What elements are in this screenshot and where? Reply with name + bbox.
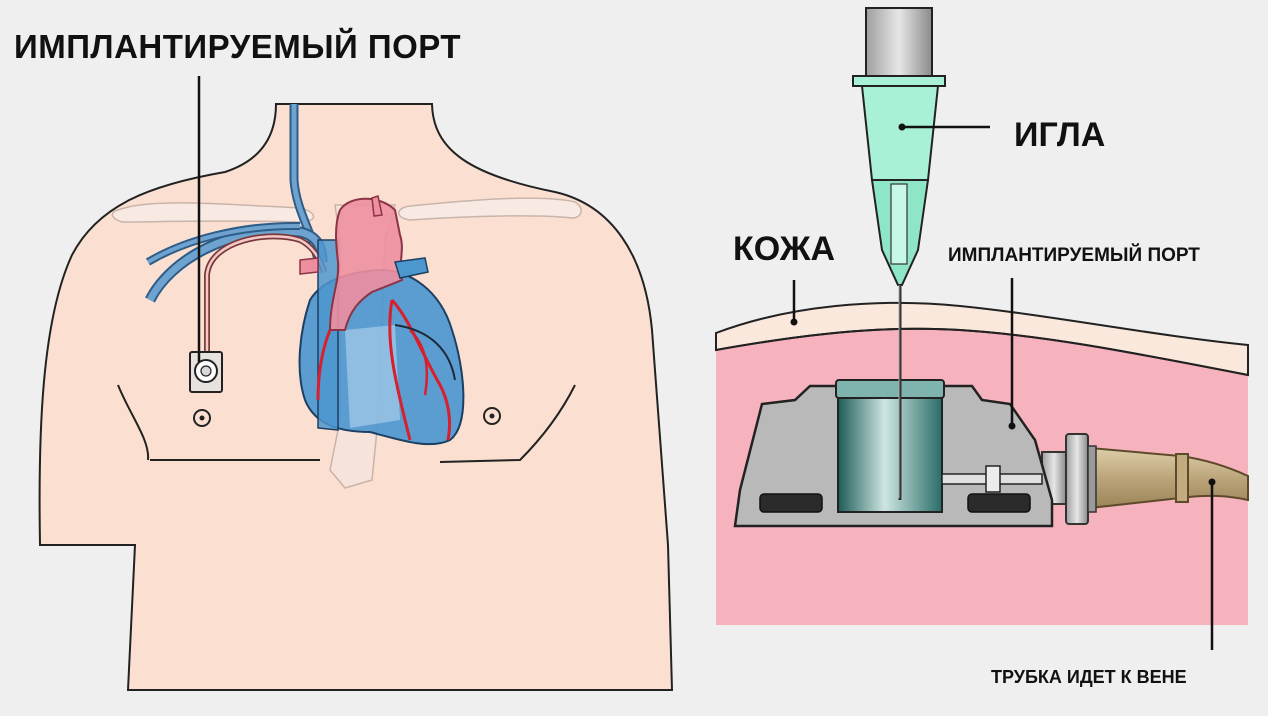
cross-section-illustration [715, 7, 1249, 650]
coronary-artery-1 [390, 298, 452, 441]
coronary-artery-3 [316, 329, 332, 401]
heart [298, 195, 465, 446]
port-leader-dot [1008, 422, 1016, 430]
port-slot-right [967, 493, 1031, 513]
pulmonary-vein-left [299, 257, 319, 275]
port-device-chest [189, 351, 223, 393]
catheter-tube [1041, 433, 1249, 525]
torso-illustration [38, 76, 674, 691]
port-outlet-collar [985, 465, 1001, 493]
port-septum [835, 379, 945, 399]
port-slot-left [759, 493, 823, 513]
aortic-branch [371, 195, 383, 217]
port-chamber [837, 385, 943, 513]
needle-label: ИГЛА [1014, 116, 1106, 154]
coronary-artery-5 [394, 324, 456, 381]
pulmonary-vein [394, 257, 429, 279]
right-clavicle [398, 197, 582, 221]
port-label: ИМПЛАНТИРУЕМЫЙ ПОРТ [948, 245, 1200, 266]
coronary-artery-4 [409, 329, 429, 396]
pectoral-line-right [439, 384, 576, 463]
skin-label: КОЖА [733, 230, 836, 268]
heart-overlay [345, 325, 400, 428]
skin-inner-line [715, 327, 1249, 376]
nipple-right [483, 407, 501, 425]
leader-lines [790, 123, 1216, 650]
tube-leader-dot [1208, 478, 1216, 486]
pectoral-line-left [117, 384, 150, 461]
coronary-artery-2 [388, 299, 412, 441]
nipple-left [193, 409, 211, 427]
aorta [328, 197, 404, 331]
axillary-vein-inner [146, 223, 301, 264]
port-body [733, 379, 1054, 528]
needle [852, 7, 946, 500]
chest-port-title: ИМПЛАНТИРУЕМЫЙ ПОРТ [14, 28, 462, 65]
tube-to-vein-label: ТРУБКА ИДЕТ К ВЕНЕ [991, 667, 1187, 687]
syringe-barrel [865, 7, 933, 79]
needle-inner-bar [890, 183, 908, 265]
needle-hub-flange [852, 75, 946, 87]
needle-hub [860, 85, 940, 181]
skin-leader-dot [790, 318, 798, 326]
